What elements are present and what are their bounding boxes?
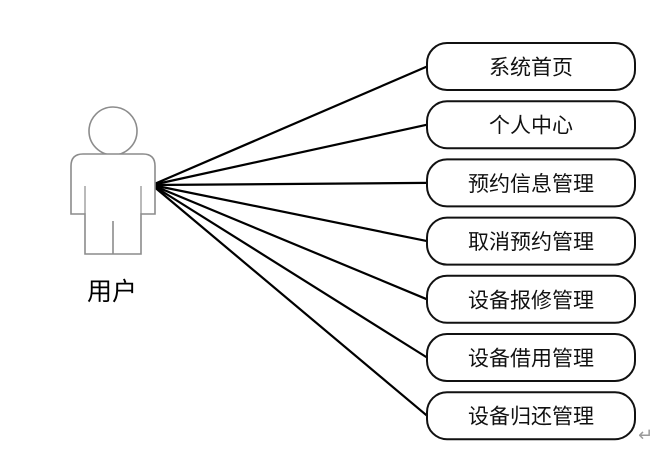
use-case: 取消预约管理 (426, 216, 636, 266)
use-case-box (426, 100, 636, 150)
use-case: 预约信息管理 (426, 158, 636, 208)
association-line (151, 123, 428, 187)
use-case-label: 取消预约管理 (468, 230, 594, 254)
use-case: 设备借用管理 (426, 333, 636, 382)
association-line (151, 181, 428, 187)
association-line (151, 184, 428, 359)
stick-figure-icon (70, 106, 156, 255)
use-case: 设备报修管理 (426, 274, 636, 324)
association-line (151, 183, 428, 243)
use-case-box (426, 391, 636, 441)
use-case-label: 个人中心 (489, 114, 573, 138)
use-case-label: 设备报修管理 (468, 288, 594, 312)
association-line (151, 65, 428, 187)
use-case-box (426, 216, 636, 266)
association-line (151, 184, 428, 417)
use-case: 系统首页 (426, 42, 636, 91)
use-case-label: 设备归还管理 (468, 405, 594, 429)
actor-label: 用户 (87, 277, 137, 306)
use-case-box (426, 333, 636, 382)
association-line (151, 183, 428, 301)
use-case-box (426, 274, 636, 324)
use-case-label: 设备借用管理 (468, 347, 594, 371)
association-lines (151, 65, 428, 417)
use-case: 个人中心 (426, 100, 636, 150)
use-case: 设备归还管理 (426, 391, 636, 441)
paragraph-mark: ↵ (638, 425, 653, 446)
use-case-box (426, 158, 636, 208)
use-case-box (426, 42, 636, 91)
actor-user: 用户 (70, 106, 156, 306)
use-case-label: 系统首页 (489, 56, 573, 80)
use-case-label: 预约信息管理 (468, 172, 594, 196)
